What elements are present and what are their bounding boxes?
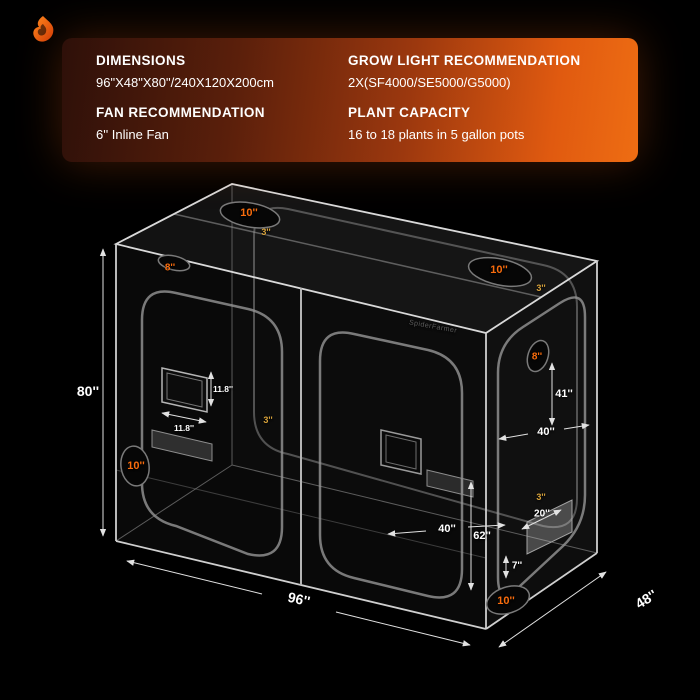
dim-line-40-side-b — [563, 422, 590, 430]
left-window — [161, 367, 208, 413]
dim-line-48 — [498, 571, 607, 648]
front-left-port — [120, 445, 150, 487]
right-wall-frame — [496, 296, 587, 596]
spec-column-right: GROW LIGHT RECOMMENDATION 2X(SF4000/SE50… — [348, 53, 580, 157]
front-left-door-frame — [140, 290, 284, 557]
roof-port-right — [467, 256, 533, 288]
roof-duct-left — [157, 254, 191, 272]
dimensions-title: DIMENSIONS — [96, 53, 186, 68]
dim-line-40-floor-a — [387, 530, 427, 537]
front-left-vent — [151, 429, 213, 462]
dim-line-window-w — [161, 411, 207, 424]
center-window-inner — [385, 434, 417, 470]
dim-line-96-b — [335, 611, 471, 647]
spec-grow-light: GROW LIGHT RECOMMENDATION 2X(SF4000/SE50… — [348, 53, 580, 90]
spec-dimensions: DIMENSIONS 96"X48"X80"/240X120X200cm — [96, 53, 274, 90]
roof-port-left — [219, 201, 281, 229]
roof-rail — [173, 213, 542, 298]
dimensions-value: 96"X48"X80"/240X120X200cm — [96, 75, 274, 90]
spec-panel: DIMENSIONS 96"X48"X80"/240X120X200cm FAN… — [62, 38, 638, 162]
spec-fan: FAN RECOMMENDATION 6'' Inline Fan — [96, 105, 274, 142]
plant-capacity-value: 16 to 18 plants in 5 gallon pots — [348, 127, 525, 142]
fan-title: FAN RECOMMENDATION — [96, 105, 265, 120]
dim-line-96-a — [126, 559, 263, 595]
dimension-lines — [99, 248, 607, 648]
spec-plant-capacity: PLANT CAPACITY 16 to 18 plants in 5 gall… — [348, 105, 580, 142]
plant-capacity-title: PLANT CAPACITY — [348, 105, 471, 120]
grow-light-value: 2X(SF4000/SE5000/G5000) — [348, 75, 511, 90]
grow-light-title: GROW LIGHT RECOMMENDATION — [348, 53, 581, 68]
pole-frames — [140, 290, 587, 599]
fan-value: 6'' Inline Fan — [96, 127, 169, 142]
brand-logo-icon — [26, 14, 60, 48]
front-right-door-frame — [318, 331, 464, 599]
side-duct-right — [526, 339, 550, 373]
dim-line-40-side-a — [498, 433, 529, 441]
dim-line-20 — [521, 509, 562, 530]
tent-hidden-edges — [115, 184, 598, 554]
spec-column-left: DIMENSIONS 96"X48"X80"/240X120X200cm FAN… — [96, 53, 274, 157]
left-window-inner — [166, 372, 203, 408]
